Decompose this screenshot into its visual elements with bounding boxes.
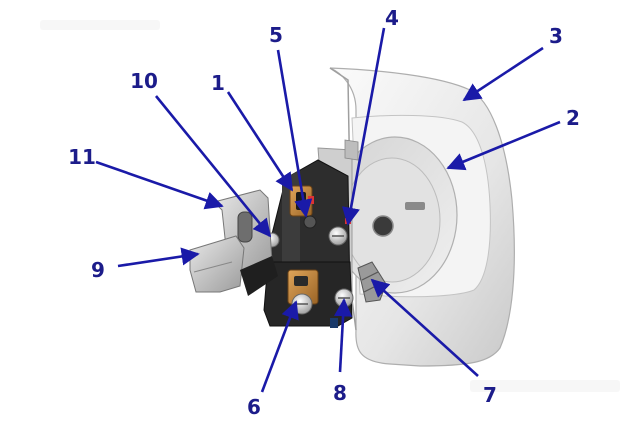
arrow-8 xyxy=(334,298,353,373)
arrow-9 xyxy=(117,247,200,268)
cover-plate xyxy=(329,67,515,367)
bottom-pin xyxy=(330,318,338,328)
arrow-11 xyxy=(95,160,224,210)
background-watermark xyxy=(40,20,620,392)
label-5: 5 xyxy=(269,23,283,47)
callout-labels: 1 2 3 4 5 6 7 8 9 10 11 xyxy=(68,6,580,419)
label-4: 4 xyxy=(385,6,399,30)
arrow-4 xyxy=(342,27,386,226)
arrow-10 xyxy=(154,95,272,238)
arrow-1 xyxy=(226,91,294,192)
arrow-2 xyxy=(446,120,561,171)
label-6: 6 xyxy=(247,395,261,419)
callout-arrows xyxy=(95,27,561,393)
label-3: 3 xyxy=(549,24,563,48)
label-9: 9 xyxy=(91,258,105,282)
label-11: 11 xyxy=(68,145,96,169)
arrow-3 xyxy=(462,46,544,102)
label-1: 1 xyxy=(211,71,225,95)
label-10: 10 xyxy=(130,69,158,93)
label-7: 7 xyxy=(483,383,497,407)
arrow-7 xyxy=(370,278,479,377)
label-2: 2 xyxy=(566,106,580,130)
label-8: 8 xyxy=(333,381,347,405)
mounting-bracket xyxy=(189,189,278,296)
arrow-6 xyxy=(260,300,299,393)
arrow-5 xyxy=(276,49,313,218)
